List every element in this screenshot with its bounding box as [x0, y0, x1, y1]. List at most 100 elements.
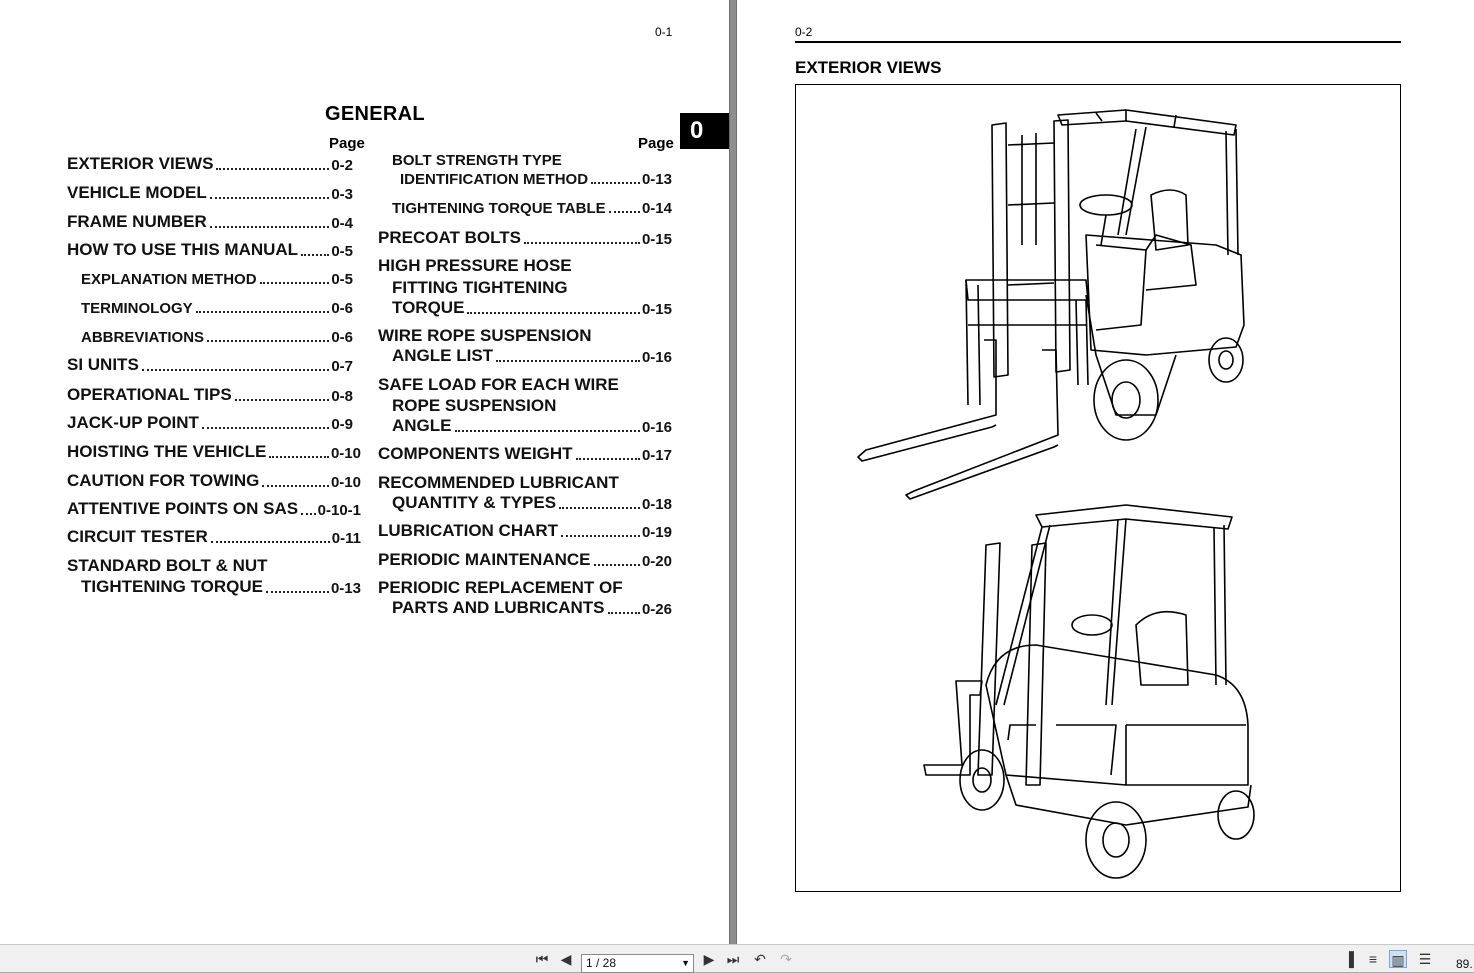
- page-number: 0-2: [795, 25, 813, 39]
- toc-entry[interactable]: PARTS AND LUBRICANTS 0-26: [392, 598, 672, 618]
- toc-label: TERMINOLOGY: [81, 300, 193, 317]
- toc-label[interactable]: PERIODIC REPLACEMENT OF: [378, 578, 623, 597]
- header-rule: [795, 41, 1401, 43]
- toc-page: 0-16: [641, 349, 672, 366]
- single-page-icon[interactable]: ▐: [1344, 951, 1354, 967]
- toc-page: 0-6: [331, 300, 353, 317]
- chevron-down-icon[interactable]: ▼: [681, 958, 690, 968]
- toc-label[interactable]: HIGH PRESSURE HOSE: [378, 256, 572, 275]
- toc-label[interactable]: ROPE SUSPENSION: [392, 396, 557, 415]
- toc-label[interactable]: FITTING TIGHTENING: [392, 278, 568, 297]
- toc-label: ATTENTIVE POINTS ON SAS: [67, 499, 299, 518]
- page-title: GENERAL: [325, 103, 425, 125]
- prev-view-icon[interactable]: ↶: [754, 951, 766, 967]
- toc-label: CAUTION FOR TOWING: [67, 471, 260, 490]
- toc-label: OPERATIONAL TIPS: [67, 385, 232, 404]
- page-column-header: Page: [638, 135, 674, 152]
- toc-subentry[interactable]: TIGHTENING TORQUE TABLE 0-14: [392, 200, 672, 217]
- page-indicator: 1 / 28: [586, 956, 617, 970]
- toc-label[interactable]: STANDARD BOLT & NUT: [67, 556, 268, 575]
- toc-entry[interactable]: JACK-UP POINT 0-9: [67, 413, 353, 433]
- toc-page: 0-5: [331, 271, 353, 288]
- toc-label[interactable]: BOLT STRENGTH TYPE: [392, 152, 562, 169]
- forklift-front-view: [857, 109, 1245, 500]
- toc-entry[interactable]: OPERATIONAL TIPS 0-8: [67, 385, 353, 405]
- page-number-input[interactable]: 1 / 28 ▼: [581, 954, 694, 973]
- next-view-icon[interactable]: ↷: [780, 951, 792, 967]
- zoom-level[interactable]: 89.: [1456, 957, 1473, 971]
- toc-entry[interactable]: ANGLE 0-16: [392, 416, 672, 436]
- toc-label: QUANTITY & TYPES: [392, 493, 557, 512]
- toc-label: HOISTING THE VEHICLE: [67, 442, 267, 461]
- toc-page: 0-26: [641, 601, 672, 618]
- toc-page: 0-19: [641, 524, 672, 541]
- toc-label: JACK-UP POINT: [67, 413, 199, 432]
- toc-entry[interactable]: LUBRICATION CHART 0-19: [378, 521, 672, 541]
- forklift-illustration-icon: [857, 109, 1255, 879]
- toc-page: 0-10: [330, 445, 361, 462]
- toc-label: ABBREVIATIONS: [81, 329, 205, 346]
- toc-page: 0-6: [331, 329, 353, 346]
- toc-label[interactable]: RECOMMENDED LUBRICANT: [378, 473, 619, 492]
- toc-page: 0-5: [331, 243, 353, 260]
- toc-label: ANGLE: [392, 416, 452, 435]
- page-column-header: Page: [329, 135, 365, 152]
- toc-page: 0-4: [331, 215, 353, 232]
- exterior-views-figure: [795, 84, 1401, 892]
- toc-page: 0-17: [641, 447, 672, 464]
- page-gutter: [729, 0, 737, 944]
- toc-page: 0-14: [641, 200, 672, 217]
- toc-entry[interactable]: CIRCUIT TESTER 0-11: [67, 527, 361, 547]
- toc-label: LUBRICATION CHART: [378, 521, 559, 540]
- two-page-icon[interactable]: ▥: [1389, 950, 1407, 968]
- toc-label: VEHICLE MODEL: [67, 183, 207, 202]
- toc-entry[interactable]: FRAME NUMBER 0-4: [67, 212, 353, 232]
- toc-page: 0-13: [330, 580, 361, 597]
- toc-entry[interactable]: ANGLE LIST 0-16: [392, 346, 672, 366]
- toc-subentry[interactable]: TERMINOLOGY 0-6: [81, 300, 353, 317]
- toc-subentry[interactable]: ABBREVIATIONS 0-6: [81, 329, 353, 346]
- toc-page: 0-8: [331, 388, 353, 405]
- toc-entry[interactable]: HOW TO USE THIS MANUAL 0-5: [67, 240, 353, 260]
- toc-page: 0-15: [641, 231, 672, 248]
- prev-page-icon[interactable]: ◀: [560, 951, 572, 967]
- toc-label: ANGLE LIST: [392, 346, 494, 365]
- toc-page: 0-9: [331, 416, 353, 433]
- toc-label: PARTS AND LUBRICANTS: [392, 598, 605, 617]
- toc-entry[interactable]: HOISTING THE VEHICLE 0-10: [67, 442, 361, 462]
- toc-label: EXTERIOR VIEWS: [67, 154, 214, 173]
- section-tab: 0: [680, 113, 729, 149]
- viewer-toolbar: ⏮ ◀ 1 / 28 ▼ ▶ ⏭ ↶ ↷ ▐ ≡ ▥ ☰ 89.: [0, 944, 1474, 973]
- toc-label: TIGHTENING TORQUE TABLE: [392, 200, 606, 217]
- last-page-icon[interactable]: ⏭: [726, 951, 740, 967]
- next-page-icon[interactable]: ▶: [703, 951, 715, 967]
- toc-label[interactable]: SAFE LOAD FOR EACH WIRE: [378, 375, 619, 394]
- toc-page: 0-20: [641, 553, 672, 570]
- first-page-icon[interactable]: ⏮: [535, 951, 549, 967]
- forklift-rear-view: [923, 504, 1255, 879]
- continuous-icon[interactable]: ≡: [1368, 951, 1378, 967]
- two-page-continuous-icon[interactable]: ☰: [1418, 951, 1432, 967]
- toc-label: CIRCUIT TESTER: [67, 527, 208, 546]
- toc-label[interactable]: WIRE ROPE SUSPENSION: [378, 326, 592, 345]
- toc-label: EXPLANATION METHOD: [81, 271, 257, 288]
- toc-page: 0-11: [331, 530, 361, 547]
- toc-subentry[interactable]: EXPLANATION METHOD 0-5: [81, 271, 353, 288]
- toc-label: FRAME NUMBER: [67, 212, 207, 231]
- toc-label: HOW TO USE THIS MANUAL: [67, 240, 299, 259]
- toc-page: 0-16: [641, 419, 672, 436]
